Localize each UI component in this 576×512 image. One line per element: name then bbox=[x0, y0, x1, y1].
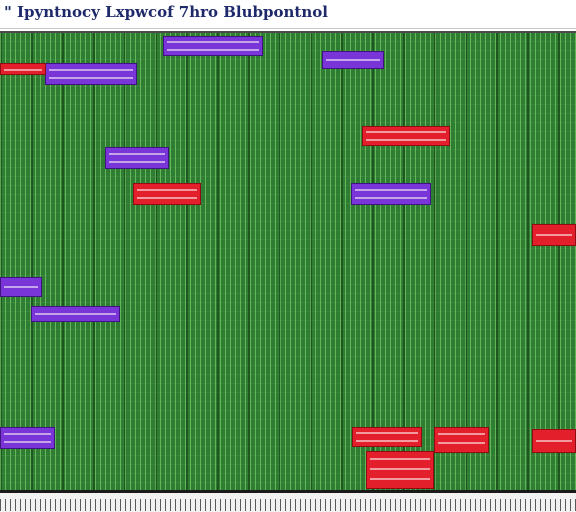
red-block-bottom-right[interactable] bbox=[532, 429, 576, 453]
time-ruler bbox=[0, 490, 576, 512]
purple-block-lower-left[interactable] bbox=[31, 306, 120, 322]
red-block-bottom-center-right[interactable] bbox=[434, 427, 489, 453]
red-block-mid-left[interactable] bbox=[133, 183, 201, 205]
red-block-upper-right[interactable] bbox=[362, 126, 450, 146]
purple-block-left-edge[interactable] bbox=[0, 277, 42, 297]
title-bar: " Ipyntnocy Lxpwcof 7hro Blubpontnol bbox=[0, 0, 576, 29]
purple-block-top-right[interactable] bbox=[322, 51, 384, 69]
window-title: " Ipyntnocy Lxpwcof 7hro Blubpontnol bbox=[4, 3, 328, 21]
red-block-top-left[interactable] bbox=[0, 63, 46, 75]
red-block-bottom-center[interactable] bbox=[352, 427, 422, 447]
purple-block-top-left[interactable] bbox=[45, 63, 137, 85]
purple-block-top-center[interactable] bbox=[163, 36, 263, 56]
red-block-bottom-low[interactable] bbox=[366, 451, 434, 489]
timeline-grid[interactable] bbox=[0, 31, 576, 492]
purple-block-bottom-left[interactable] bbox=[0, 427, 55, 449]
purple-block-mid-right[interactable] bbox=[351, 183, 431, 205]
time-ruler-ticks bbox=[0, 499, 576, 511]
purple-block-mid-left[interactable] bbox=[105, 147, 169, 169]
red-block-right-edge[interactable] bbox=[532, 224, 576, 246]
